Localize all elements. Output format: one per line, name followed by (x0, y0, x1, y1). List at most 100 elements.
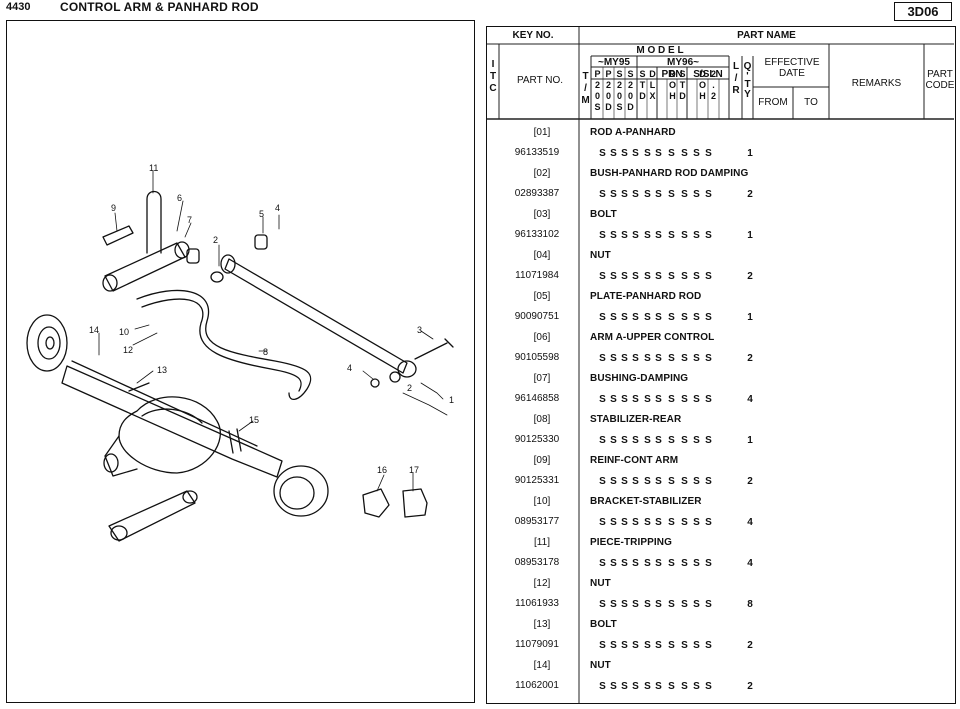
model-flag: S (693, 271, 700, 282)
model-flag: S (668, 230, 675, 241)
part-number: 90105598 (514, 352, 560, 363)
key-no-header: KEY NO. (512, 30, 554, 41)
model-flag: S (621, 681, 628, 692)
table-row: [05]PLATE-PANHARD ROD (487, 287, 955, 307)
part-number: 96146858 (514, 393, 560, 404)
quantity: 2 (747, 353, 753, 364)
model-flag: S (621, 189, 628, 200)
callout-8: 8 (263, 347, 268, 357)
model-flag: S (599, 394, 606, 405)
key-number: [05] (533, 291, 551, 302)
model-flag: S (668, 312, 675, 323)
table-row: [03]BOLT (487, 205, 955, 225)
tm-m: M (581, 95, 590, 106)
table-row: [14]NUT (487, 656, 955, 676)
model-flag: S (705, 271, 712, 282)
model-flag: S (644, 312, 651, 323)
model-flag: S (621, 353, 628, 364)
u-bolt (146, 190, 162, 254)
part-number: 11079091 (515, 639, 559, 650)
model-col-7-char-0: S (679, 69, 686, 79)
callout-2b: 2 (407, 383, 412, 393)
table-row: [09]REINF-CONT ARM (487, 451, 955, 471)
model-flag: S (668, 435, 675, 446)
model-flag: S (632, 312, 639, 323)
bushing-left (186, 248, 200, 264)
model-flag: S (599, 558, 606, 569)
callout-4a: 4 (275, 203, 280, 213)
model-flag: S (705, 640, 712, 651)
model-flag: S (693, 394, 700, 405)
model-flag: S (668, 599, 675, 610)
itc-i: I (491, 59, 495, 70)
model-flag: S (668, 353, 675, 364)
model-flag: S (599, 353, 606, 364)
quantity: 1 (747, 148, 753, 159)
model-flag: S (668, 271, 675, 282)
model-flag: S (599, 599, 606, 610)
bolt-3 (414, 342, 448, 360)
model-flag: S (668, 517, 675, 528)
model-flag: S (705, 312, 712, 323)
model-flag: S (621, 148, 628, 159)
model-flag: S (621, 435, 628, 446)
key-number: [06] (533, 332, 551, 343)
model-flag: S (632, 435, 639, 446)
key-number: [08] (533, 414, 551, 425)
model-flag: S (610, 558, 617, 569)
model-flag: S (644, 517, 651, 528)
quantity: 8 (747, 599, 753, 610)
model-flag: S (599, 148, 606, 159)
callout-15: 15 (249, 415, 259, 425)
model-flag: S (655, 271, 662, 282)
model-flag: S (610, 148, 617, 159)
model-col-8-char-1: O (698, 80, 706, 90)
tm-slash: / (584, 83, 587, 94)
table-row: [07]BUSHING-DAMPING (487, 369, 955, 389)
part-number: 90125331 (514, 475, 560, 486)
part-name: REINF-CONT ARM (590, 455, 679, 466)
part-number: 11061933 (515, 598, 559, 609)
model-flag: S (599, 435, 606, 446)
model-flag: S (655, 148, 662, 159)
model-flag: S (644, 353, 651, 364)
left-drum-inner (37, 326, 61, 360)
model-flag: S (632, 394, 639, 405)
callout-17: 17 (409, 465, 419, 475)
model-col-9-char-2: 2 (710, 91, 716, 101)
model-flag: S (610, 476, 617, 487)
model-flag: S (599, 640, 606, 651)
quantity: 4 (747, 394, 753, 405)
effective-date-header: EFFECTIVE DATE (764, 57, 820, 79)
quantity: 2 (747, 476, 753, 487)
model-col-9-char-0: 2 (710, 69, 716, 79)
part-number: 90125330 (514, 434, 560, 445)
model-flag: S (655, 558, 662, 569)
model-flag: S (693, 558, 700, 569)
bushing-16 (362, 488, 390, 518)
model-flag: S (693, 599, 700, 610)
model-col-1-char-0: P (605, 69, 612, 79)
model-flag: S (681, 353, 688, 364)
itc-c: C (489, 83, 497, 94)
lower-control-arm (108, 490, 196, 542)
callout-1: 1 (449, 395, 454, 405)
model-flag: S (644, 681, 651, 692)
model-flag: S (610, 394, 617, 405)
model-col-6-char-1: O (668, 80, 676, 90)
model-flag: S (693, 681, 700, 692)
sslin-header: S/SLN (693, 69, 723, 80)
part-number: 11071984 (515, 270, 559, 281)
model-flag: S (668, 394, 675, 405)
model-flag: S (644, 230, 651, 241)
part-number: 90090751 (514, 311, 560, 322)
axle-housing (61, 365, 283, 478)
model-col-4-char-0: S (639, 69, 646, 79)
model-flag: S (655, 353, 662, 364)
quantity: 2 (747, 189, 753, 200)
model-col-4-char-2: D (639, 91, 646, 101)
model-flag: S (610, 353, 617, 364)
